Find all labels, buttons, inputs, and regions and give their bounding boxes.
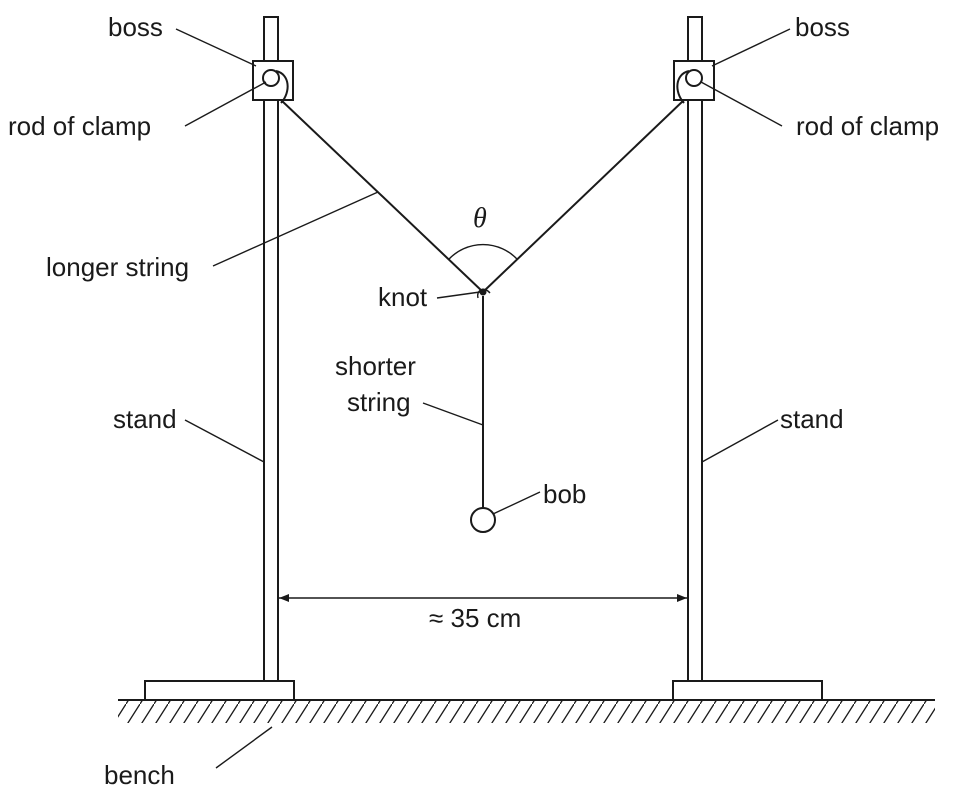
bench-label: bench [104, 760, 175, 785]
bob-label: bob [543, 479, 586, 509]
stand-label-right: stand [780, 404, 844, 434]
shorter-string-label-line2: string [347, 387, 411, 417]
left-stand [144, 16, 295, 701]
left-boss [252, 60, 294, 104]
right-stand [672, 16, 823, 701]
theta-label: θ [473, 203, 487, 234]
rod-of-clamp-label-left: rod of clamp [8, 111, 151, 141]
knot [476, 288, 491, 299]
rod-of-clamp-label-right: rod of clamp [796, 111, 939, 141]
right-boss [673, 60, 715, 104]
knot-label: knot [378, 282, 428, 312]
leader-lines [175, 28, 791, 769]
longer-string-left [280, 99, 484, 293]
bench [118, 699, 935, 723]
distance-label: ≈ 35 cm [429, 603, 521, 633]
bob [470, 507, 496, 533]
longer-string-right [482, 99, 685, 293]
longer-string-label: longer string [46, 252, 189, 282]
boss-label-right: boss [795, 12, 850, 42]
boss-label-left: boss [108, 12, 163, 42]
stand-label-left: stand [113, 404, 177, 434]
theta-angle-arc [448, 243, 518, 260]
shorter-string-label-line1: shorter [335, 351, 416, 381]
